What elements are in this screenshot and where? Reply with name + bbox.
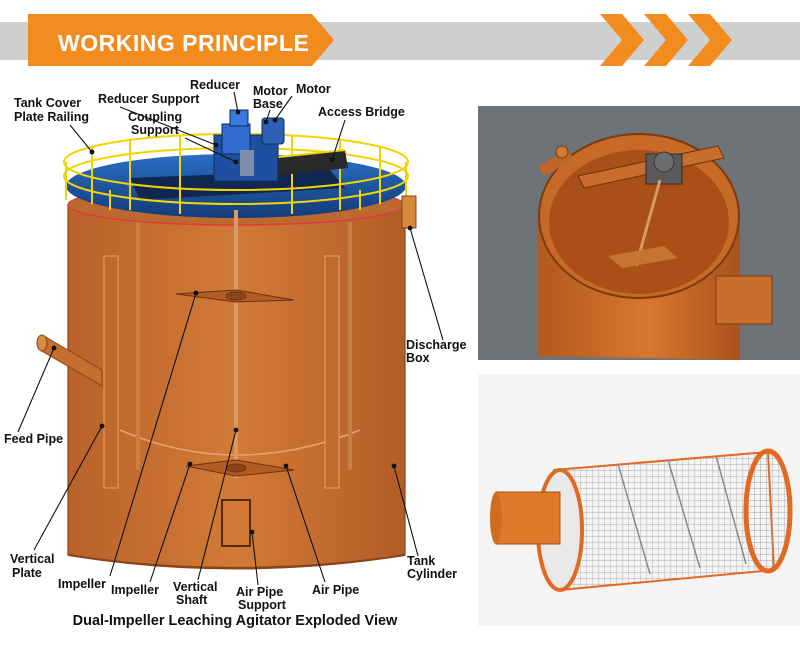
screen-drum-render [478, 374, 800, 626]
label-air-pipe-support-2: Support [238, 598, 287, 612]
label-access-bridge: Access Bridge [318, 105, 405, 119]
drive-assembly [213, 109, 285, 182]
label-vertical-plate-1: Vertical [10, 552, 54, 566]
label-tank-cylinder-2: Cylinder [407, 567, 457, 581]
leader-dots [51, 109, 413, 535]
discharge-box [401, 195, 417, 229]
label-coupling-1: Coupling [128, 110, 182, 124]
vertical-plate-left [103, 255, 119, 489]
air-pipe-support [221, 499, 251, 547]
label-motor: Motor [296, 82, 331, 96]
label-tank-cylinder-1: Tank [407, 554, 435, 568]
label-tank-cover-2: Plate Railing [14, 110, 89, 124]
label-vertical-plate-2: Plate [12, 566, 42, 580]
label-motor-base-1: Motor [253, 84, 288, 98]
section-title-banner: WORKING PRINCIPLE [28, 14, 334, 66]
chevron-arrows-icon [600, 14, 732, 66]
section-title: WORKING PRINCIPLE [58, 30, 310, 56]
leader-lines [17, 91, 444, 586]
label-air-pipe-support-1: Air Pipe [236, 585, 283, 599]
label-air-pipe: Air Pipe [312, 583, 359, 597]
label-feed-pipe: Feed Pipe [4, 432, 63, 446]
tank-interior-image [538, 133, 773, 360]
agitator-diagram: Reducer Reducer Support Motor Base Motor… [4, 78, 466, 612]
label-impeller-center: Impeller [111, 583, 159, 597]
label-tank-cover-1: Tank Cover [14, 96, 81, 110]
label-reducer-support: Reducer Support [98, 92, 200, 106]
diagram-caption: Dual-Impeller Leaching Agitator Exploded… [72, 613, 398, 629]
impeller-upper [175, 289, 295, 303]
screen-drum-image [490, 448, 793, 592]
label-discharge-2: Box [406, 351, 430, 365]
tank-interior-render [478, 106, 800, 360]
label-motor-base-2: Base [253, 97, 283, 111]
label-reducer: Reducer [190, 78, 240, 92]
label-discharge-1: Discharge [406, 338, 466, 352]
label-vertical-shaft-1: Vertical [173, 580, 217, 594]
banner-shape [28, 14, 334, 66]
label-impeller-left: Impeller [58, 577, 106, 591]
label-coupling-2: Support [131, 123, 180, 137]
vertical-plate-right [324, 255, 340, 489]
label-vertical-shaft-2: Shaft [176, 593, 208, 607]
